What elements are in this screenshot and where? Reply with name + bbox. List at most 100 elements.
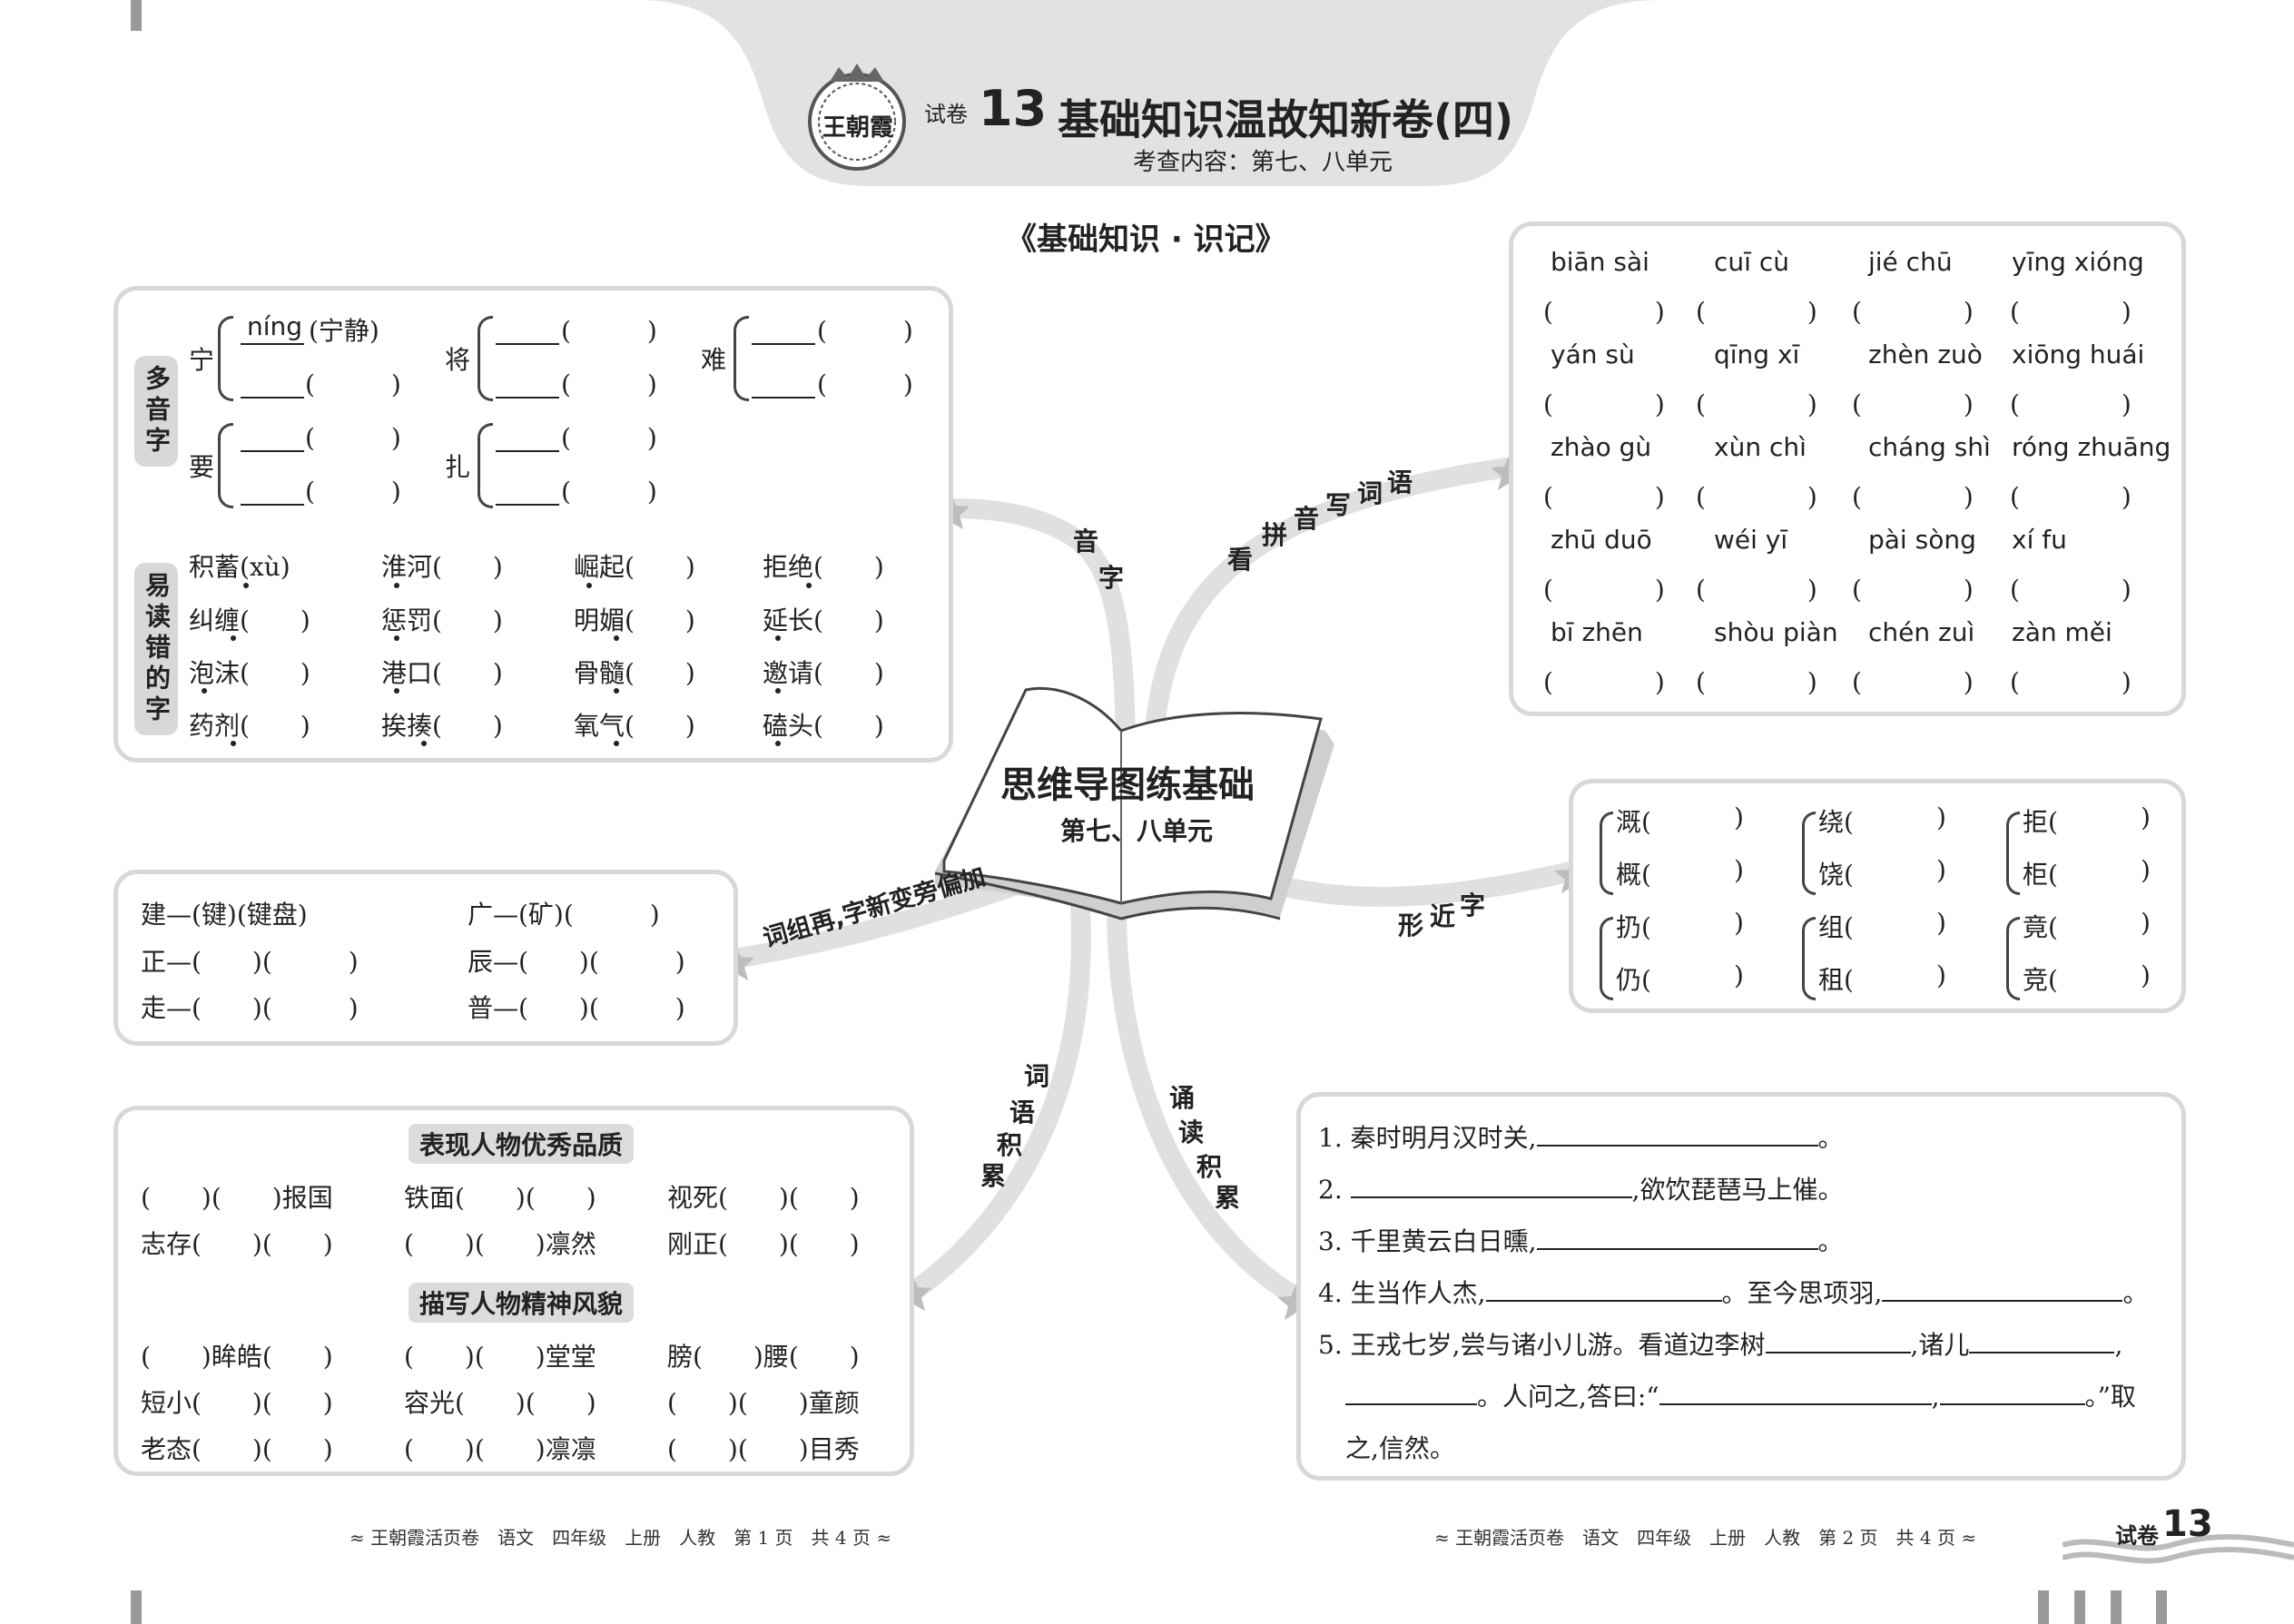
easy-item[interactable]: 明媚( ) <box>574 605 695 635</box>
answer-blank[interactable] <box>1765 1352 1911 1353</box>
answer-blank[interactable] <box>1345 1403 1477 1405</box>
answer-paren[interactable]: ( ) <box>1696 667 1817 697</box>
answer-paren[interactable]: ( ) <box>1543 667 1665 697</box>
answer-paren[interactable]: ( ) <box>1696 482 1817 512</box>
answer-blank[interactable] <box>1939 1403 2085 1405</box>
recite-line-6[interactable]: 。人问之,答曰:“,。”取 <box>1345 1377 2136 1413</box>
answer-paren[interactable]: ( ) <box>1852 667 1974 697</box>
answer-paren[interactable]: ( ) <box>1696 575 1817 605</box>
answer-paren[interactable]: ( ) <box>1543 482 1665 512</box>
paren-blank[interactable]: ( ) <box>561 369 657 399</box>
radical-item[interactable]: 正—( )( ) <box>141 947 359 977</box>
answer-paren-close[interactable]: ) <box>1936 960 1946 990</box>
easy-item[interactable]: 港口( ) <box>381 658 503 688</box>
easy-item[interactable]: 氧气( ) <box>574 711 695 741</box>
answer-paren[interactable]: ( ) <box>1852 389 1974 419</box>
answer-paren-close[interactable]: ) <box>1734 960 1744 990</box>
blank-line[interactable] <box>752 397 815 399</box>
answer-paren-close[interactable]: ) <box>1936 855 1946 885</box>
paren-blank[interactable]: ( ) <box>817 369 913 399</box>
answer-paren-close[interactable]: ) <box>1936 802 1946 832</box>
answer-paren[interactable]: ( ) <box>1543 297 1665 327</box>
paren-blank[interactable]: ( ) <box>817 316 913 346</box>
answer-paren-close[interactable]: ) <box>2141 855 2151 885</box>
recite-line-5[interactable]: 5. 王戎七岁,尝与诸小儿游。看道边李树,诸儿, <box>1318 1325 2122 1362</box>
answer-blank[interactable] <box>1659 1403 1932 1405</box>
vocab-item[interactable]: 老态( )( ) <box>141 1434 333 1464</box>
vocab-item[interactable]: 刚正( )( ) <box>667 1229 860 1259</box>
recite-line-1[interactable]: 1. 秦时明月汉时关,。 <box>1318 1118 1844 1155</box>
blank-line[interactable] <box>241 397 304 399</box>
answer-paren-close[interactable]: ) <box>1734 802 1744 832</box>
blank-line[interactable] <box>241 450 304 452</box>
vocab-item[interactable]: 容光( )( ) <box>404 1388 596 1418</box>
answer-paren[interactable]: ( ) <box>1852 575 1974 605</box>
easy-item[interactable]: 泡沫( ) <box>189 658 310 688</box>
paren-blank[interactable]: ( ) <box>561 477 657 507</box>
answer-paren[interactable]: ( ) <box>2010 667 2132 697</box>
answer-paren-close[interactable]: ) <box>1734 908 1744 938</box>
answer-paren[interactable]: ( ) <box>1852 482 1974 512</box>
paren-blank[interactable]: ( ) <box>305 423 401 453</box>
answer-paren[interactable]: ( ) <box>2010 482 2132 512</box>
vocab-item[interactable]: ( )( )目秀 <box>667 1434 860 1464</box>
blank-line[interactable] <box>496 397 559 399</box>
answer-paren[interactable]: ( ) <box>1696 297 1817 327</box>
blank-line[interactable] <box>752 343 815 345</box>
vocab-item[interactable]: 志存( )( ) <box>141 1229 333 1259</box>
radical-item[interactable]: 普—( )( ) <box>468 993 685 1023</box>
vocab-item[interactable]: ( )( )报国 <box>141 1183 333 1213</box>
easy-item[interactable]: 淮河( ) <box>381 552 503 582</box>
answer-blank[interactable] <box>1485 1300 1722 1302</box>
answer-paren[interactable]: ( ) <box>2010 389 2132 419</box>
answer-blank[interactable] <box>1882 1300 2123 1302</box>
blank-line[interactable] <box>496 504 559 506</box>
radical-item[interactable]: 辰—( )( ) <box>468 947 685 977</box>
blank-line[interactable] <box>496 450 559 452</box>
answer-blank[interactable] <box>1536 1145 1818 1147</box>
answer-paren-close[interactable]: ) <box>1734 855 1744 885</box>
answer-paren-close[interactable]: ) <box>2141 960 2151 990</box>
answer-blank[interactable] <box>1536 1248 1818 1250</box>
answer-blank[interactable] <box>1969 1352 2115 1353</box>
vocab-item[interactable]: ( )( )凛凛 <box>404 1434 596 1464</box>
easy-item[interactable]: 拒绝( ) <box>763 552 884 582</box>
radical-item[interactable]: 广—(矿)( ) <box>468 900 660 930</box>
paren-blank[interactable]: ( ) <box>305 477 401 507</box>
easy-item[interactable]: 惩罚( ) <box>381 605 503 635</box>
vocab-item[interactable]: ( )眸皓( ) <box>141 1342 333 1372</box>
answer-paren-close[interactable]: ) <box>2141 802 2151 832</box>
vocab-item[interactable]: 膀( )腰( ) <box>667 1342 860 1372</box>
easy-item[interactable]: 药剂( ) <box>189 711 310 741</box>
vocab-item[interactable]: 视死( )( ) <box>667 1183 860 1213</box>
recite-line-3[interactable]: 3. 千里黄云白日曛,。 <box>1318 1222 1844 1258</box>
recite-line-2[interactable]: 2. ,欲饮琵琶马上催。 <box>1318 1170 1844 1206</box>
easy-item[interactable]: 邀请( ) <box>763 658 884 688</box>
blank-line[interactable] <box>496 343 559 345</box>
vocab-item[interactable]: ( )( )堂堂 <box>404 1342 596 1372</box>
paren-blank[interactable]: ( ) <box>305 369 401 399</box>
answer-paren[interactable]: ( ) <box>2010 575 2132 605</box>
paren-blank[interactable]: ( ) <box>561 316 657 346</box>
easy-item[interactable]: 延长( ) <box>763 605 884 635</box>
vocab-item[interactable]: 短小( )( ) <box>141 1388 333 1418</box>
recite-line-4[interactable]: 4. 生当作人杰,。至今思项羽,。 <box>1318 1274 2148 1310</box>
answer-paren[interactable]: ( ) <box>1852 297 1974 327</box>
vocab-item[interactable]: 铁面( )( ) <box>404 1183 596 1213</box>
answer-blank[interactable] <box>1350 1196 1632 1198</box>
easy-item[interactable]: 磕头( ) <box>763 711 884 741</box>
answer-paren[interactable]: ( ) <box>1543 389 1665 419</box>
vocab-item[interactable]: ( )( )童颜 <box>667 1388 860 1418</box>
vocab-item[interactable]: ( )( )凛然 <box>404 1229 596 1259</box>
answer-paren-close[interactable]: ) <box>1936 908 1946 938</box>
answer-paren[interactable]: ( ) <box>1543 575 1665 605</box>
easy-item[interactable]: 纠缠( ) <box>189 605 310 635</box>
easy-item[interactable]: 挨揍( ) <box>381 711 503 741</box>
paren-blank[interactable]: ( ) <box>561 423 657 453</box>
radical-item[interactable]: 走—( )( ) <box>141 993 359 1023</box>
answer-paren[interactable]: ( ) <box>1696 389 1817 419</box>
easy-item[interactable]: 崛起( ) <box>574 552 695 582</box>
answer-paren-close[interactable]: ) <box>2141 908 2151 938</box>
blank-line[interactable] <box>241 504 304 506</box>
answer-paren[interactable]: ( ) <box>2010 297 2132 327</box>
